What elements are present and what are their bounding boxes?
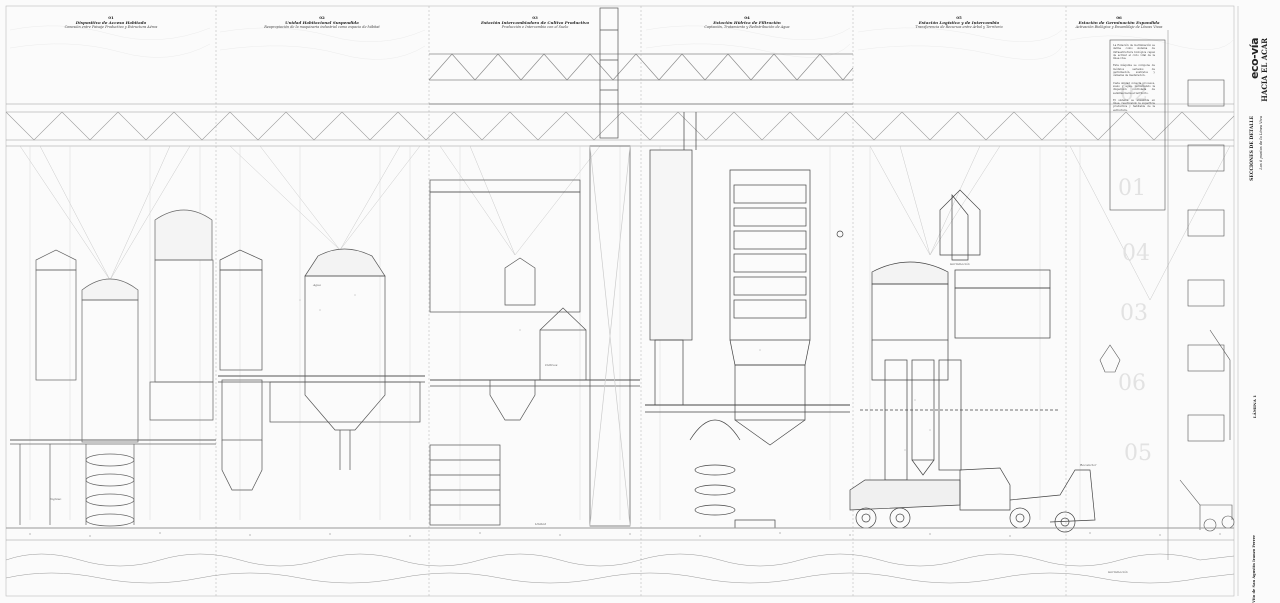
panel-heading-1: 01 Dispositivo de Acceso Habitado Conexi… <box>11 15 211 30</box>
panel-4-structure <box>645 112 850 529</box>
panel-title: Estación de Germinación Expandida <box>1078 20 1160 25</box>
panel-heading-4: 04 Estación Hídrica de Filtración Captac… <box>647 15 847 30</box>
ground-band <box>5 527 1235 584</box>
panel-title: Dispositivo de Acceso Habitado <box>75 20 147 25</box>
label-ingreso: ingreso <box>50 497 62 501</box>
eco-via-logo: eco-vía HACIA EL ACAR <box>1246 38 1270 102</box>
panel-6-structure <box>1099 30 1235 560</box>
description-paragraph: Cada unidad conecta procesos, suelo y ag… <box>1113 81 1155 95</box>
panel-subtitle: Captación, Tratamiento y Redistribución … <box>704 25 790 29</box>
description-paragraph: La Estación de Germinación se define com… <box>1113 44 1155 61</box>
vegetation-dots <box>29 259 1221 537</box>
section-heading: SECCIONES DE DETALLE <box>1250 116 1255 181</box>
sheet-frame <box>5 5 1235 597</box>
description-column: La Estación de Germinación se define com… <box>1113 44 1155 116</box>
section-subheading: Los 6 puntos de la Línea Viva <box>1259 116 1263 170</box>
label-cultivos: Cultivos <box>545 363 558 367</box>
lamina-number: LÁMINA 1 <box>1252 395 1257 419</box>
label-germinacion: Germinación <box>950 262 970 266</box>
panel-number: 04 <box>744 15 750 20</box>
index-marker: 04 <box>1122 241 1150 266</box>
panel-number: 01 <box>108 15 114 20</box>
label-germinacion-b: Germinación <box>1108 570 1128 574</box>
panel-title: Estación Logística y de Intercambio <box>918 20 1000 25</box>
project-title: HACIA EL ACAR <box>1260 38 1269 102</box>
index-marker: 05 <box>1124 441 1152 466</box>
panel-number: 05 <box>956 15 962 20</box>
author-name: Vito de San Agustín Iranzo Ferrer <box>1252 535 1256 603</box>
panel-title: Estación Hídrica de Filtración <box>713 20 781 25</box>
panel-subtitle: Producción e Intercambio con el Suelo <box>501 25 569 29</box>
index-markers: 02 01 04 03 06 05 <box>1118 81 1152 466</box>
index-marker: 03 <box>1120 301 1148 326</box>
description-paragraph: Esta máquina se compone de módulos seria… <box>1113 64 1155 78</box>
panel-heading-3: 03 Estación Intercambiadora de Cultivo P… <box>435 15 635 30</box>
panel-title: Estación Intercambiadora de Cultivo Prod… <box>480 20 590 25</box>
label-recolector: Recolector <box>1080 463 1097 467</box>
description-paragraph: El sistema se ensambla en línea, reactiv… <box>1113 98 1155 112</box>
panel-subtitle: Conexión entre Paisaje Productivo y Estr… <box>64 25 158 29</box>
panel-subtitle: Reapropiación de la maquinaria industria… <box>264 25 380 29</box>
panel-title: Unidad Habitacional Suspendida <box>285 20 359 25</box>
panel-number: 06 <box>1116 15 1122 20</box>
panel-subtitle: Activación Biológica y Ensamblaje de Lín… <box>1075 25 1163 29</box>
panel-3-structure <box>429 7 640 527</box>
panel-subtitle: Transferencia de Recursos entre Árbol y … <box>915 25 1003 29</box>
panel-heading-2: 02 Unidad Habitacional Suspendida Reapro… <box>222 15 422 30</box>
index-marker: 02 <box>1120 81 1148 106</box>
index-marker: 01 <box>1118 176 1146 201</box>
index-marker: 06 <box>1118 371 1146 396</box>
panel-heading-5: 05 Estación Logística y de Intercambio T… <box>859 15 1059 30</box>
panel-1-structure <box>10 209 216 527</box>
panel-heading-6: 06 Estación de Germinación Expandida Act… <box>1034 15 1204 30</box>
panel-5-structure <box>849 189 1096 533</box>
panel-number: 02 <box>319 15 325 20</box>
panel-2-structure <box>218 248 425 491</box>
label-agua: Agua <box>313 283 321 287</box>
label-unidad: Unidad <box>535 522 547 526</box>
panel-number: 03 <box>532 15 538 20</box>
